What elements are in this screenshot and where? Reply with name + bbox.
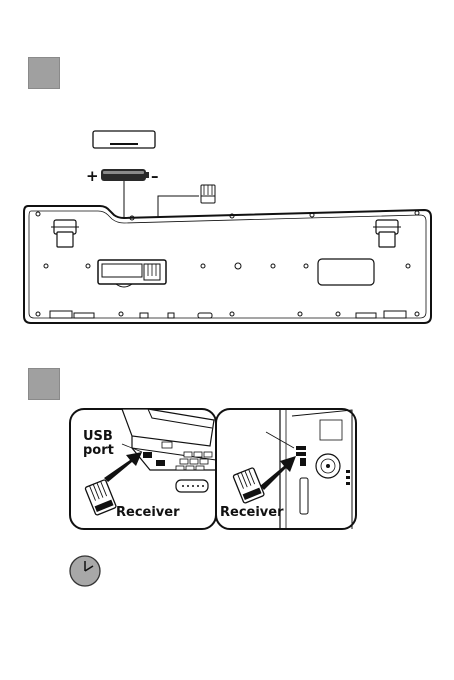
- battery-compartment: [98, 260, 166, 287]
- label-recess: [318, 259, 374, 285]
- receiver-label-left: Receiver: [116, 505, 180, 520]
- battery-cover: [93, 131, 155, 148]
- usb-port-label-line1: USB: [83, 429, 113, 444]
- battery-minus-label: –: [151, 167, 159, 185]
- battery: [101, 169, 149, 181]
- battery-plus-label: +: [86, 167, 99, 185]
- clock-icon: [70, 556, 100, 586]
- usb-port-label-line2: port: [83, 443, 114, 458]
- mini-receiver: [201, 185, 215, 203]
- receiver-label-right: Receiver: [220, 505, 284, 520]
